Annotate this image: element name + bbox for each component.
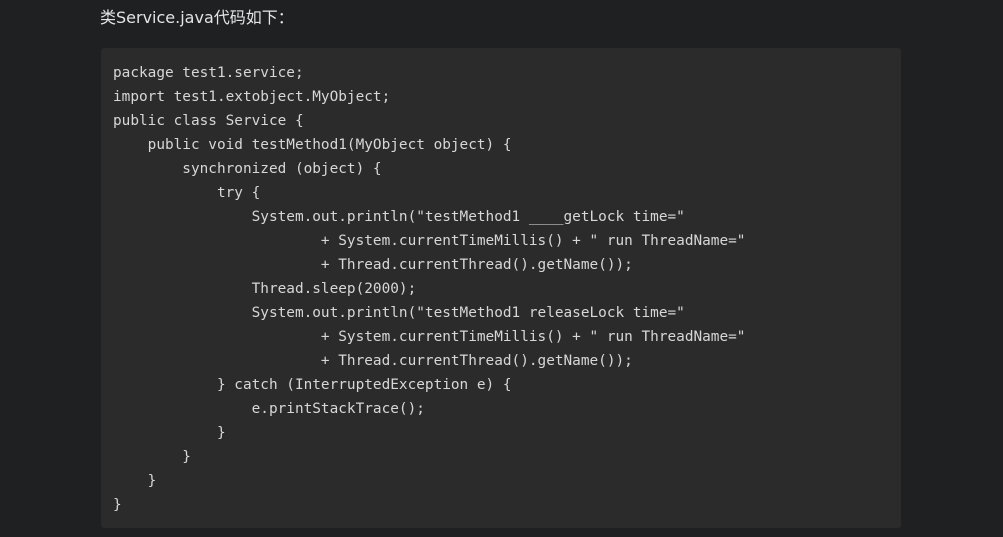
code-line: Thread.sleep(2000); (113, 281, 417, 297)
code-line: System.out.println("testMethod1 ____getL… (113, 209, 685, 225)
code-line: e.printStackTrace(); (113, 401, 425, 417)
code-line: public class Service { (113, 113, 304, 129)
code-line: synchronized (object) { (113, 161, 382, 177)
code-line: } (113, 449, 191, 465)
code-line: } (113, 497, 122, 513)
code-line: import test1.extobject.MyObject; (113, 89, 391, 105)
code-line: public void testMethod1(MyObject object)… (113, 137, 512, 153)
code-line: System.out.println("testMethod1 releaseL… (113, 305, 685, 321)
code-line: } catch (InterruptedException e) { (113, 377, 512, 393)
code-line: + Thread.currentThread().getName()); (113, 353, 633, 369)
code-line: + Thread.currentThread().getName()); (113, 257, 633, 273)
code-line: package test1.service; (113, 65, 304, 81)
code-line: + System.currentTimeMillis() + " run Thr… (113, 233, 746, 249)
intro-paragraph: 类Service.java代码如下： (100, 8, 294, 27)
code-line: } (113, 473, 157, 489)
code-line: + System.currentTimeMillis() + " run Thr… (113, 329, 746, 345)
code-block[interactable]: package test1.service; import test1.exto… (101, 48, 901, 528)
code-line: } (113, 425, 226, 441)
code-line: try { (113, 185, 261, 201)
